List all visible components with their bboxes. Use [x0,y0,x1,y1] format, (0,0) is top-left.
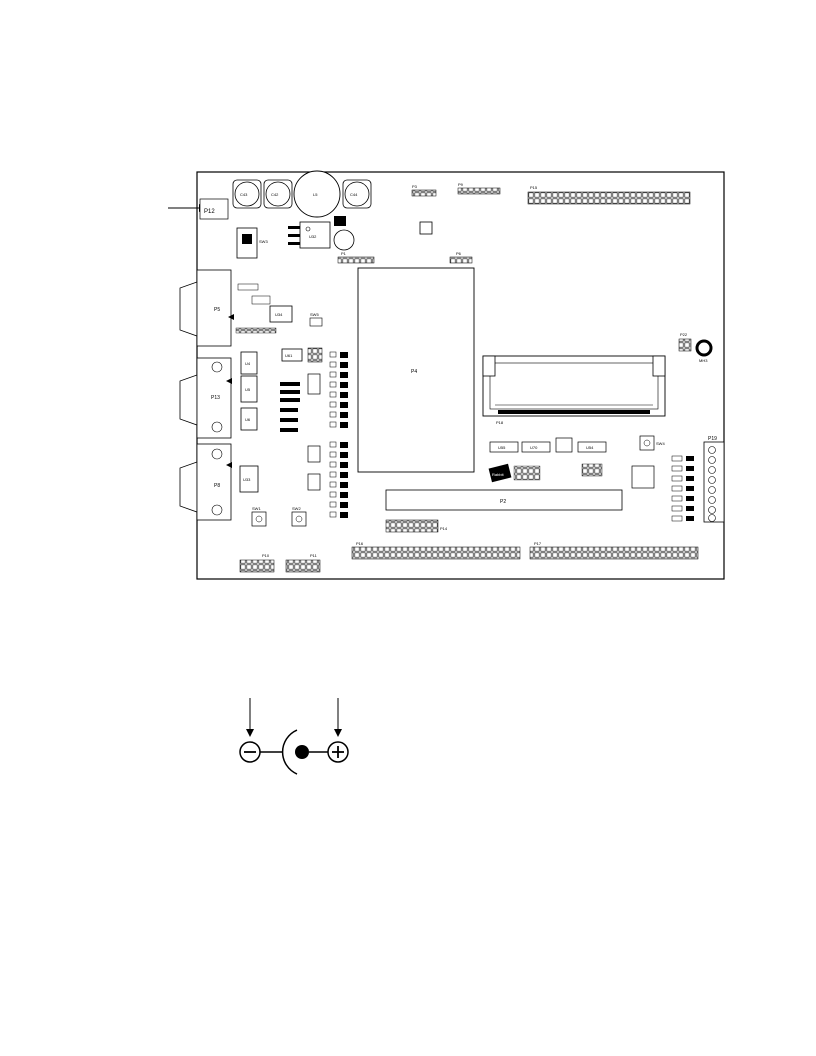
p14-label: P14 [440,526,448,531]
header-p6: P6 [449,251,473,264]
small-ic-u8 [555,437,573,453]
sw4-label: SW4 [656,441,665,446]
smd-column-left [329,351,337,518]
sw5-label: SW5 [310,312,319,317]
p10-label: P10 [262,553,270,558]
p13-label: P13 [211,395,220,401]
u4-label: U4 [245,361,251,366]
ic-u34: U34 [269,305,293,323]
l5-label: L5 [313,192,318,197]
led-column [671,455,694,522]
ic-u70: U70 [521,441,551,453]
u5-label: U5 [245,387,251,392]
cpu-module-p4: P4 [357,267,475,473]
u55-label: U55 [498,445,506,450]
p22-label: P22 [680,332,688,337]
p16-label: P16 [356,541,364,546]
capacitor-c42: C42 [263,179,293,209]
u70-label: U70 [530,445,538,450]
p15-label: P15 [530,185,538,190]
smd-cluster [235,283,300,432]
header-p22: P22 [678,332,692,352]
header-p15: P15 [527,185,691,205]
header-p17: P17 [529,541,699,560]
switch-sw3: SW3 [236,227,268,259]
u6-label: U6 [245,417,251,422]
small-chip [419,221,433,235]
u34-label: U34 [275,312,283,317]
p6-label: P6 [456,251,462,256]
header-p3: P3 [411,184,437,197]
c44-label: C44 [350,192,358,197]
u33-label: U33 [243,477,251,482]
sodimm-socket: P18 [482,355,666,425]
center-pin [295,745,309,759]
polarity-symbol [239,698,349,775]
regulator-u32: U32 [288,221,331,249]
capacitor-c43: C43 [232,179,262,209]
ic-u55: U55 [489,441,519,453]
ic-u54: U54 [577,441,607,453]
p3-label: P3 [412,184,418,189]
switch-sw5: SW5 [309,312,323,327]
header-p1: P1 [337,251,375,264]
ic-u5: U5 [240,375,258,403]
resistor-array [581,463,603,477]
logo-label: Rabbit [492,472,504,477]
p1-label: P1 [341,251,347,256]
button-sw4: SW4 [639,435,665,451]
mounting-hole: MH3 [695,339,713,363]
p2-label: P2 [500,499,506,505]
capacitor-c44: C44 [342,179,372,209]
header-p11: P11 [285,553,321,573]
c43-label: C43 [240,192,248,197]
ic-u42 [631,465,655,489]
ic-u61: U61 [281,348,303,362]
ic-u4: U4 [240,351,258,375]
u61-label: U61 [285,353,293,358]
u54-label: U54 [586,445,594,450]
mh3-label: MH3 [699,358,708,363]
sleeve-arc [281,729,298,775]
dip-switch [307,347,323,363]
p5-label: P5 [214,307,220,313]
p4-label: P4 [411,369,417,375]
sw2-label: SW2 [292,506,301,511]
sw1-label: SW1 [252,506,261,511]
p19-label: P19 [708,436,717,442]
power-jack: P12 [199,198,229,220]
rabbit-logo: Rabbit [488,463,541,483]
small-inductor [333,229,355,251]
header-p14: P14 [385,519,448,533]
serial-connector-p5: P5 [179,269,234,347]
p9-label: P9 [458,182,464,187]
p18-label: P18 [496,420,504,425]
sw3-label: SW3 [259,239,268,244]
button-sw1: SW1 [251,506,267,527]
small-ic-3 [307,473,321,491]
connector-p2: P2 [385,489,623,511]
p17-label: P17 [534,541,542,546]
ic-u6: U6 [240,407,258,431]
p11-label: P11 [310,553,318,558]
small-ic-2 [307,445,321,463]
terminal-block-p19: P19 [703,436,725,523]
inductor-l5: L5 [293,170,341,218]
p8-label: P8 [214,483,220,489]
smd-column-right [340,352,348,518]
c42-label: C42 [271,192,279,197]
small-ic [307,373,321,395]
header-p10: P10 [239,553,275,573]
header-p16: P16 [351,541,521,560]
serial-connector-p8: P8 [179,443,232,521]
button-sw2: SW2 [291,506,307,527]
u32-label: U32 [309,234,317,239]
header-p9: P9 [457,182,501,195]
serial-connector-p13: P13 [179,357,232,439]
ic-u33: U33 [239,465,259,493]
power-jack-label: P12 [204,209,215,215]
diode [334,216,346,226]
